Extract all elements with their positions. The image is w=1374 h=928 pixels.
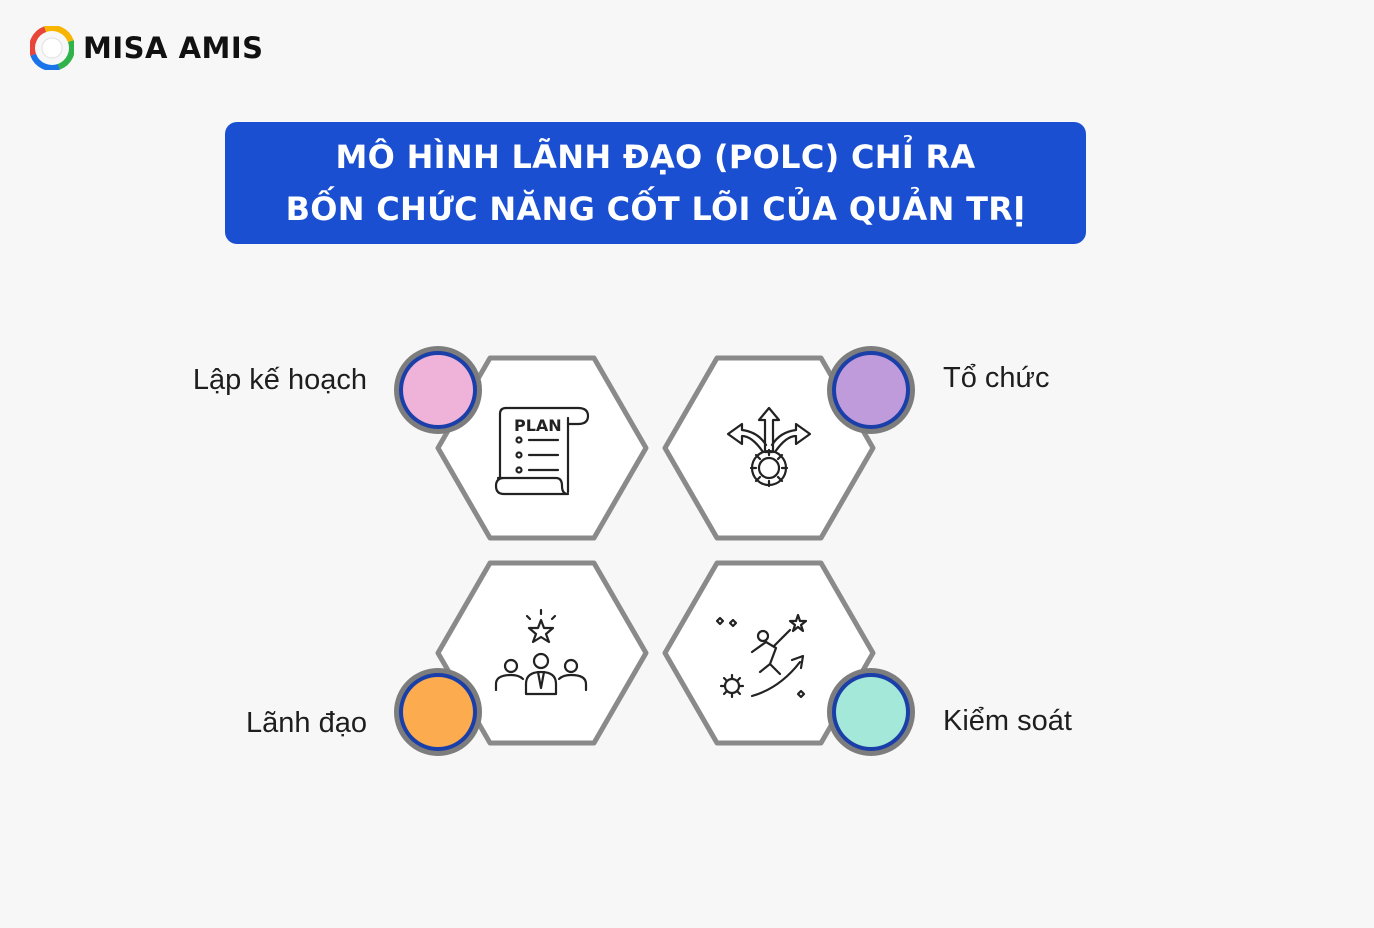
label-leading: Lãnh đạo [246,707,367,739]
plan-document-icon: PLAN [494,406,590,496]
dot-planning [394,346,482,434]
hexagon-planning [435,355,649,541]
label-organizing: Tổ chức [943,362,1050,394]
plan-word: PLAN [514,416,562,435]
hexagon-organizing [662,355,876,541]
dot-organizing [827,346,915,434]
hexagon-controlling [662,560,876,746]
label-controlling: Kiểm soát [943,705,1072,737]
brand-name: MISA AMIS [83,31,264,65]
climber-growth-icon [715,613,808,699]
dot-controlling [827,668,915,756]
dot-leading [394,668,482,756]
brand-logo: MISA AMIS [30,26,264,70]
arrows-gear-icon [726,406,812,488]
title-banner: MÔ HÌNH LÃNH ĐẠO (POLC) CHỈ RA BỐN CHỨC … [225,122,1086,244]
team-leader-star-icon [494,608,588,696]
misa-amis-logo-icon [30,26,74,70]
label-planning: Lập kế hoạch [192,364,367,396]
title-line-2: BỐN CHỨC NĂNG CỐT LÕI CỦA QUẢN TRỊ [285,190,1026,228]
title-line-1: MÔ HÌNH LÃNH ĐẠO (POLC) CHỈ RA [335,138,976,176]
